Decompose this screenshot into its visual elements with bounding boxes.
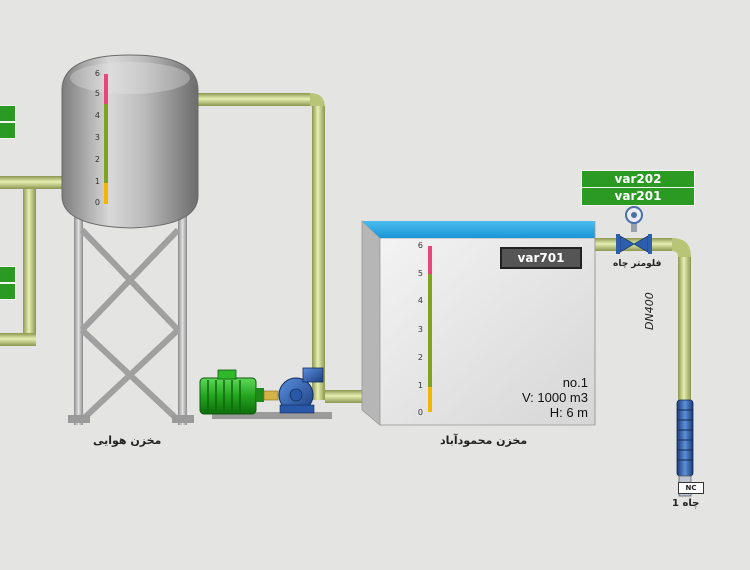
flowmeter-tag-var201[interactable]: var201 (581, 187, 695, 206)
air-tank-tick-2: 2 (94, 155, 100, 164)
centrifugal-pump (278, 367, 324, 414)
ground-tank-volume: V: 1000 m3 (521, 390, 588, 405)
ground-tank-tick-6: 6 (417, 241, 423, 250)
pump-motor-set[interactable] (199, 367, 332, 419)
ground-tank-level-bar (428, 246, 432, 412)
ground-tank-height: H: 6 m (549, 405, 588, 420)
ground-tank-level-tag[interactable]: var701 (500, 247, 582, 269)
well-label: چاه 1 (672, 498, 700, 509)
ground-tank-tick-3: 3 (417, 325, 423, 334)
ground-tank-tick-5: 5 (417, 269, 423, 278)
air-tank-tick-6: 6 (94, 69, 100, 78)
air-tank-tick-5: 5 (94, 89, 100, 98)
air-tank-tick-0: 0 (94, 198, 100, 207)
air-tank-label: مخزن هوایی (93, 434, 162, 447)
pipe-size-label: DN400 (643, 292, 656, 330)
flowmeter[interactable] (616, 206, 652, 254)
flowmeter-label: فلومتر چاه (613, 259, 662, 269)
well-status-badge: NC (678, 482, 704, 494)
motor (199, 369, 264, 415)
ground-tank-tick-2: 2 (417, 353, 423, 362)
ground-tank-label: مخزن محمودآباد (440, 434, 528, 447)
air-tank[interactable] (61, 54, 199, 425)
air-tank-tick-4: 4 (94, 111, 100, 120)
ground-tank-number: no.1 (562, 375, 588, 390)
ground-tank-tick-1: 1 (417, 381, 423, 390)
left-tag-stub-3[interactable] (0, 266, 16, 283)
air-tank-tick-1: 1 (94, 177, 100, 186)
left-tag-stub-2[interactable] (0, 122, 16, 139)
air-tank-tick-3: 3 (94, 133, 100, 142)
left-tag-stub-1[interactable] (0, 105, 16, 122)
ground-tank-tick-0: 0 (417, 408, 423, 417)
left-tag-stub-4[interactable] (0, 283, 16, 300)
ground-tank-tick-4: 4 (417, 296, 423, 305)
air-tank-level-bar (104, 74, 108, 204)
ground-tank[interactable] (361, 220, 596, 426)
